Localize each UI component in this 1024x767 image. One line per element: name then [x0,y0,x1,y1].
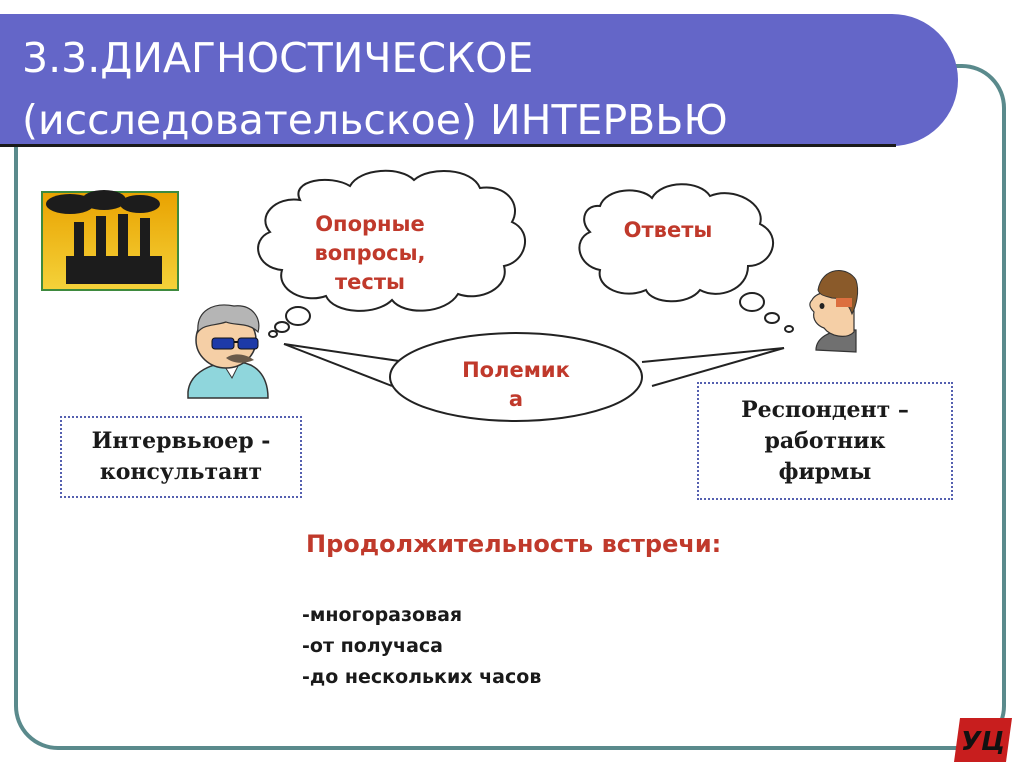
bubble-answers-text: Ответы [623,218,713,242]
duration-heading: Продолжительность встречи: [306,530,722,558]
list-item: -до нескольких часов [302,666,542,688]
bubble-questions-line-1: Опорные [315,212,425,236]
connector-right-bottom [651,347,785,387]
polemic-ellipse [389,332,643,422]
title-bar: 3.3.ДИАГНОСТИЧЕСКОЕ (исследовательское) … [0,14,958,147]
polemic-line-1: Полемик [462,358,570,382]
respondent-line-1: Респондент – [741,396,909,423]
interviewer-line-2: консультант [99,459,263,485]
polemic-line-2: а [508,387,524,411]
svg-text:УЦ: УЦ [961,727,1005,757]
bubble-questions-text: Опорные вопросы, тесты [290,210,450,297]
uc-logo-icon: УЦ [954,718,1012,762]
interviewer-line-1: Интервьюер - [91,428,271,454]
interviewer-box: Интервьюер - консультант [60,416,302,498]
bubble-questions-line-2: вопросы, [314,241,426,265]
thought-cloud-questions [257,169,526,338]
connector-left-top [283,343,407,363]
respondent-line-2: работник [764,427,886,454]
duration-list: -многоразовая -от получаса -до нескольки… [302,600,541,693]
connector-right-top [641,347,785,363]
man-with-glasses-icon [187,304,269,399]
bubble-questions-line-3: тесты [334,270,406,294]
list-item: -от получаса [302,635,443,657]
polemic-text: Полемик а [430,356,602,414]
slide-title-line-1: 3.3.ДИАГНОСТИЧЕСКОЕ [22,34,534,82]
list-item: -многоразовая [302,604,463,626]
title-underline [0,144,896,147]
thought-cloud-answers [578,183,794,333]
connector-left-bottom [283,343,393,387]
respondent-line-3: фирмы [778,458,872,485]
man-profile-icon [809,270,859,353]
slide-title-line-2: (исследовательское) ИНТЕРВЬЮ [22,96,728,144]
respondent-box: Респондент – работник фирмы [697,382,953,500]
factory-icon [41,190,179,291]
